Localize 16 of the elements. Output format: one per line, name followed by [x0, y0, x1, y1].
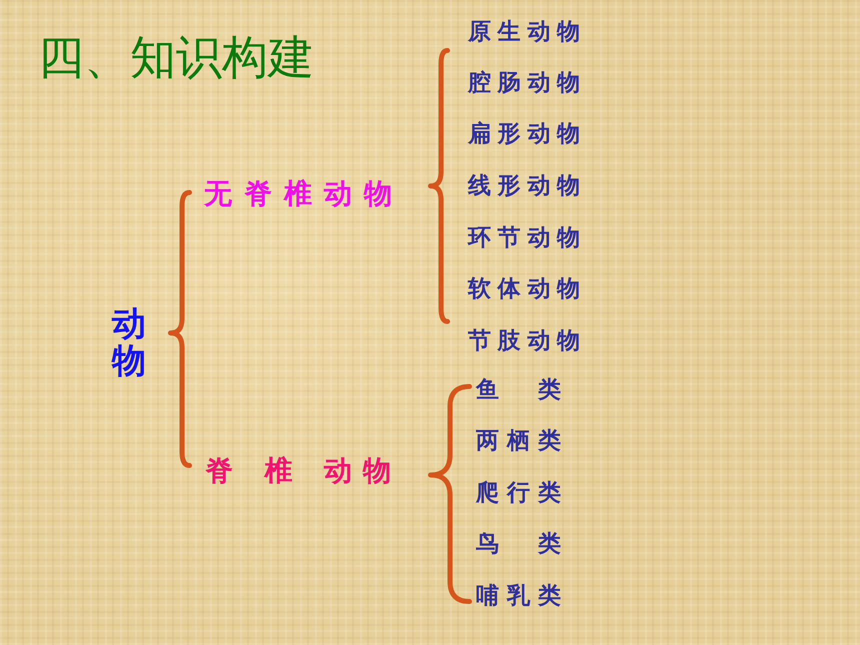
item-label: 原生动物	[468, 19, 580, 46]
item-label: 节肢动物	[468, 328, 580, 354]
group-heading: 无脊椎动物	[204, 177, 392, 211]
item-label: 线形动物	[468, 173, 580, 200]
item-label: 鱼 类	[476, 377, 561, 404]
item-label: 环节动物	[468, 225, 580, 252]
root-label: 动物	[112, 306, 146, 381]
title: 四、知识构建	[38, 29, 314, 86]
item-label: 哺乳类	[476, 583, 561, 610]
item-label: 软体动物	[468, 276, 580, 302]
group-heading: 脊 椎 动物	[205, 454, 391, 488]
item-label: 扁形动物	[468, 121, 580, 148]
item-label: 两栖类	[476, 428, 561, 454]
item-label: 鸟 类	[476, 531, 561, 558]
item-label: 爬行类	[476, 480, 561, 506]
item-label: 腔肠动物	[468, 70, 580, 96]
